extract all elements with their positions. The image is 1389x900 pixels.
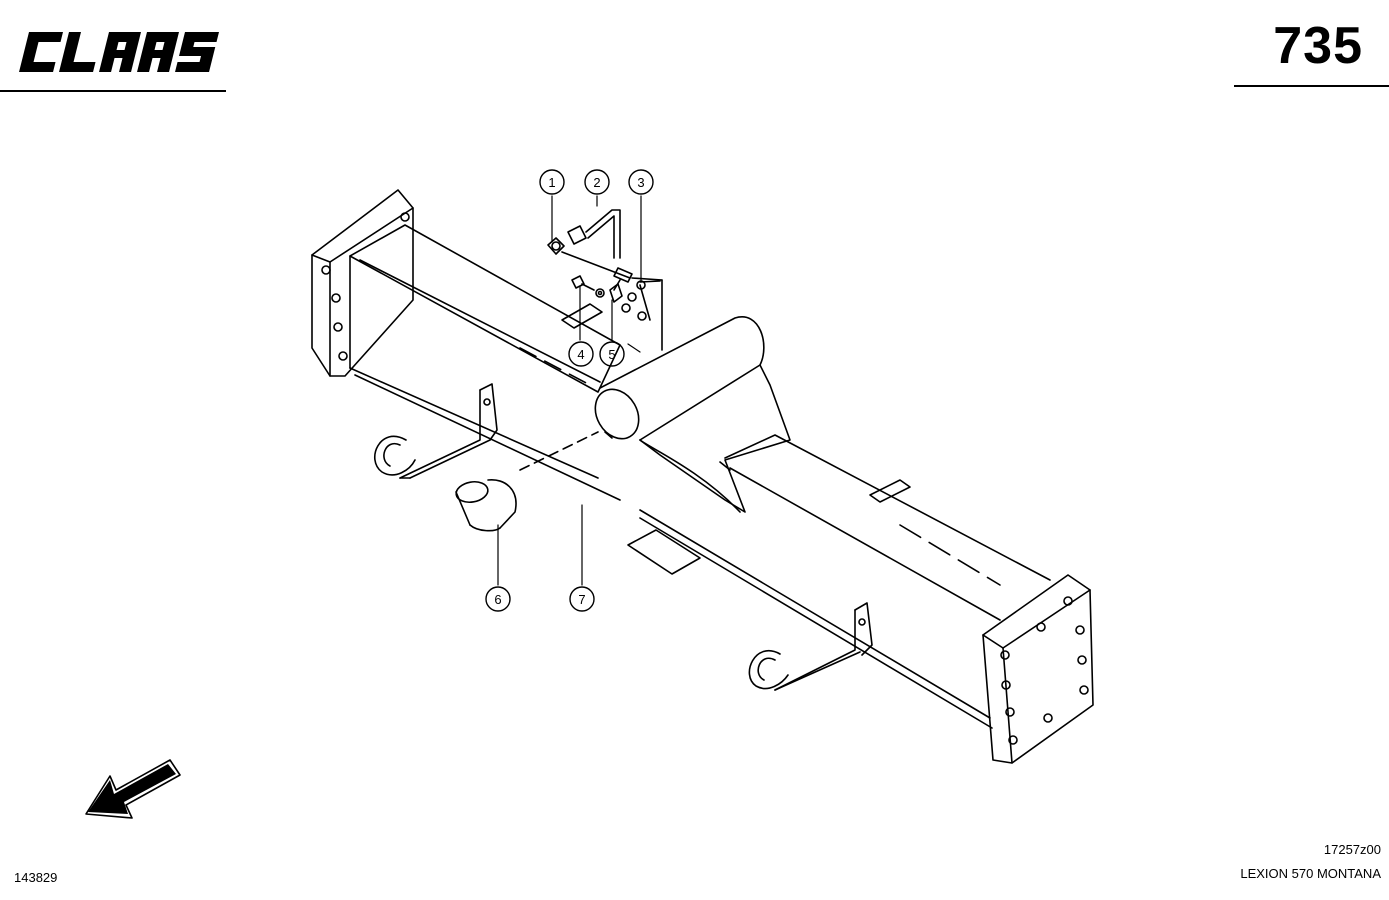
callout-label-6: 6 — [494, 592, 501, 607]
callout-7 — [569, 586, 595, 612]
left-mounting-plate — [311, 189, 414, 377]
drawing-reference-code: 17257z00 — [1323, 842, 1381, 857]
direction-arrow-icon — [85, 759, 181, 819]
callout-1 — [539, 169, 565, 195]
callout-3 — [628, 169, 654, 195]
callout-2 — [584, 169, 610, 195]
hardware-set — [571, 275, 651, 321]
callout-label-4: 4 — [577, 347, 584, 362]
leader-lines — [497, 195, 642, 586]
machine-model: LEXION 570 MONTANA — [1240, 866, 1381, 881]
right-tie-down-bracket — [748, 602, 873, 691]
document-number: 143829 — [14, 870, 58, 885]
header-rule-left — [0, 90, 226, 92]
header-rule-right — [1234, 85, 1389, 87]
claas-logo — [19, 32, 220, 72]
page-number: 735 — [1273, 17, 1363, 75]
callout-4 — [568, 341, 594, 367]
grease-fitting-assembly — [547, 209, 663, 351]
left-tie-down-bracket — [373, 383, 498, 479]
callout-label-7: 7 — [578, 592, 585, 607]
pivot-cylinder — [594, 316, 791, 513]
callout-label-5: 5 — [608, 347, 615, 362]
right-mounting-plate — [982, 574, 1094, 764]
mounting-tabs — [561, 303, 911, 575]
main-beam — [349, 224, 1051, 729]
callout-6 — [485, 586, 511, 612]
callout-label-3: 3 — [637, 175, 644, 190]
callout-5 — [599, 341, 625, 367]
callout-label-1: 1 — [548, 175, 555, 190]
callout-label-2: 2 — [593, 175, 600, 190]
